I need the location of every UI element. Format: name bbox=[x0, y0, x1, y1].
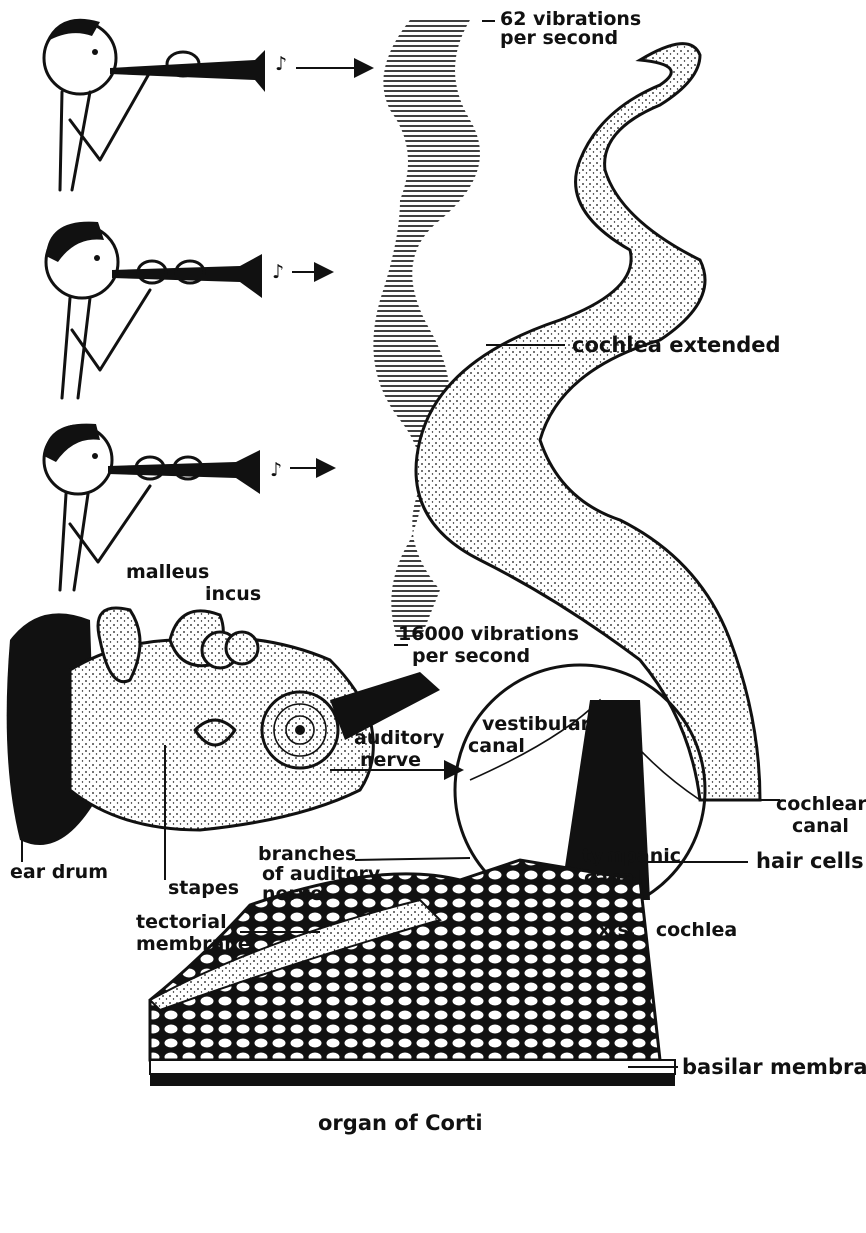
label-branches-1: branches bbox=[258, 843, 356, 865]
label-tectorial-2: membrane bbox=[136, 933, 251, 955]
label-organ-of-corti: organ of Corti bbox=[318, 1111, 483, 1135]
label-auditory-nerve-2: nerve bbox=[360, 749, 421, 771]
label-vibrations-low: 62 vibrations per second bbox=[500, 8, 648, 49]
label-branches-2: of auditory bbox=[262, 863, 381, 885]
label-cochlear-canal: cochlear canal bbox=[776, 793, 866, 837]
label-tectorial-membrane: tectorial membrane bbox=[136, 911, 251, 955]
label-auditory-nerve-1: auditory bbox=[354, 727, 445, 749]
label-tympanic-canal-1: tympanic bbox=[582, 845, 681, 867]
label-ear-drum: ear drum bbox=[10, 861, 108, 883]
label-tympanic-canal-2: canal bbox=[584, 867, 641, 889]
label-vibrations-high: 16000 vibrations per second bbox=[398, 623, 586, 667]
label-tectorial-1: tectorial bbox=[136, 911, 227, 933]
label-vibrations-high-1: 16000 vibrations bbox=[398, 623, 579, 645]
music-note-icon: ♪ bbox=[272, 261, 284, 283]
label-branches-3: nerve bbox=[262, 883, 323, 905]
cochlea-snail bbox=[262, 692, 338, 768]
label-stapes: stapes bbox=[168, 877, 239, 899]
music-note-icon: ♪ bbox=[270, 459, 282, 481]
label-basilar-membrane: basilar membrane bbox=[682, 1055, 866, 1079]
label-incus: incus bbox=[205, 583, 261, 605]
label-tympanic-canal: tympanic canal bbox=[582, 845, 688, 889]
svg-text:♪: ♪ bbox=[270, 459, 282, 481]
label-hair-cells: hair cells bbox=[756, 849, 864, 873]
label-vibrations-low-2: per second bbox=[500, 27, 618, 49]
label-vestibular-canal-1: vestibular bbox=[482, 713, 591, 735]
music-note-icon: ♪ bbox=[275, 53, 287, 75]
label-cochlear-canal-1: cochlear bbox=[776, 793, 866, 815]
label-auditory-nerve: auditory nerve bbox=[354, 727, 451, 771]
label-vestibular-canal-2: canal bbox=[468, 735, 525, 757]
label-vestibular-canal: vestibular canal bbox=[468, 713, 597, 757]
label-xs-cochlea: x.s. cochlea bbox=[598, 919, 737, 941]
label-cochlea-extended: cochlea extended bbox=[572, 333, 781, 357]
label-cochlear-canal-2: canal bbox=[792, 815, 849, 837]
trumpet-player-icon bbox=[44, 19, 265, 190]
trumpet-player-icon bbox=[46, 222, 262, 398]
svg-text:♪: ♪ bbox=[272, 261, 284, 283]
svg-text:♪: ♪ bbox=[275, 53, 287, 75]
label-malleus: malleus bbox=[126, 561, 209, 583]
label-vibrations-high-2: per second bbox=[412, 645, 530, 667]
